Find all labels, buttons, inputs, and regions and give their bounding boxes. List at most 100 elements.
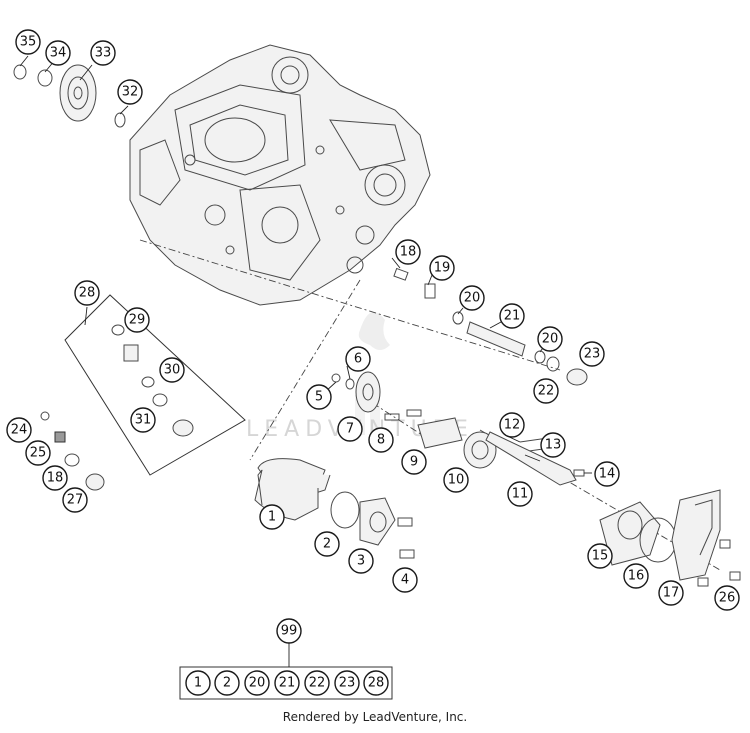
svg-text:5: 5	[315, 390, 323, 405]
callout-10[interactable]: 10	[443, 467, 469, 493]
svg-text:33: 33	[95, 46, 112, 61]
callout-31[interactable]: 31	[130, 407, 156, 433]
kit-item[interactable]: 20	[244, 670, 270, 696]
callout-21[interactable]: 21	[499, 303, 525, 329]
svg-text:30: 30	[164, 363, 181, 378]
callout-34[interactable]: 34	[45, 40, 71, 66]
svg-text:18: 18	[47, 471, 64, 486]
callout-19[interactable]: 19	[429, 255, 455, 281]
callout-3[interactable]: 3	[348, 548, 374, 574]
svg-text:1: 1	[268, 510, 276, 525]
engine-case	[129, 44, 431, 306]
pump-housing-assembly	[599, 489, 741, 587]
svg-text:17: 17	[663, 586, 680, 601]
kit-99-items: 1 2 20 21 22 23 28	[185, 670, 389, 696]
callout-13[interactable]: 13	[540, 432, 566, 458]
svg-text:35: 35	[20, 35, 37, 50]
callout-8[interactable]: 8	[368, 427, 394, 453]
svg-text:23: 23	[584, 347, 601, 362]
svg-text:19: 19	[434, 261, 451, 276]
svg-text:21: 21	[279, 676, 296, 691]
callout-25[interactable]: 25	[25, 440, 51, 466]
svg-text:15: 15	[592, 549, 609, 564]
kit-99-box	[179, 643, 393, 700]
svg-text:1: 1	[194, 676, 202, 691]
svg-text:6: 6	[354, 352, 362, 367]
oil-pump-gear-assembly	[331, 371, 585, 486]
callout-29[interactable]: 29	[124, 307, 150, 333]
svg-text:8: 8	[377, 433, 385, 448]
callout-1[interactable]: 1	[259, 504, 285, 530]
svg-text:4: 4	[401, 573, 409, 588]
svg-text:20: 20	[249, 676, 266, 691]
callout-23[interactable]: 23	[579, 341, 605, 367]
svg-text:11: 11	[512, 487, 529, 502]
callout-30[interactable]: 30	[159, 357, 185, 383]
callout-17[interactable]: 17	[658, 580, 684, 606]
svg-text:21: 21	[504, 309, 521, 324]
svg-text:99: 99	[281, 624, 298, 639]
svg-text:10: 10	[448, 473, 465, 488]
callout-7[interactable]: 7	[337, 416, 363, 442]
small-parts-left	[40, 411, 105, 491]
svg-text:18: 18	[400, 245, 417, 260]
kit-28-box	[64, 294, 246, 476]
svg-text:22: 22	[538, 384, 555, 399]
svg-text:9: 9	[410, 455, 418, 470]
callout-99[interactable]: 99	[276, 618, 302, 644]
svg-text:25: 25	[30, 446, 47, 461]
kit-item[interactable]: 23	[334, 670, 360, 696]
callout-33[interactable]: 33	[90, 40, 116, 66]
pump-shaft-assembly	[393, 267, 588, 386]
callout-20-lower[interactable]: 20	[537, 326, 563, 352]
svg-text:32: 32	[122, 85, 139, 100]
callout-4[interactable]: 4	[392, 567, 418, 593]
svg-text:28: 28	[368, 676, 385, 691]
callout-5[interactable]: 5	[306, 384, 332, 410]
callout-18-left[interactable]: 18	[42, 465, 68, 491]
kit-item[interactable]: 28	[363, 670, 389, 696]
callout-27[interactable]: 27	[62, 487, 88, 513]
kit-item[interactable]: 1	[185, 670, 211, 696]
callout-6[interactable]: 6	[345, 346, 371, 372]
callout-15[interactable]: 15	[587, 543, 613, 569]
callout-11[interactable]: 11	[507, 481, 533, 507]
callout-12[interactable]: 12	[499, 412, 525, 438]
kit-item[interactable]: 21	[274, 670, 300, 696]
svg-text:31: 31	[135, 413, 152, 428]
callout-26[interactable]: 26	[714, 585, 740, 611]
callout-22[interactable]: 22	[533, 378, 559, 404]
svg-text:16: 16	[628, 569, 645, 584]
callout-16[interactable]: 16	[623, 563, 649, 589]
callout-2[interactable]: 2	[314, 531, 340, 557]
svg-text:20: 20	[464, 291, 481, 306]
svg-text:27: 27	[67, 493, 84, 508]
svg-text:22: 22	[309, 676, 326, 691]
callout-28[interactable]: 28	[74, 280, 100, 306]
callout-20-upper[interactable]: 20	[459, 285, 485, 311]
svg-text:34: 34	[50, 46, 67, 61]
svg-text:26: 26	[719, 591, 736, 606]
svg-text:7: 7	[346, 422, 354, 437]
callout-9[interactable]: 9	[401, 449, 427, 475]
svg-text:2: 2	[323, 537, 331, 552]
svg-text:2: 2	[223, 676, 231, 691]
svg-text:13: 13	[545, 438, 562, 453]
callout-14[interactable]: 14	[594, 461, 620, 487]
footer-credit: Rendered by LeadVenture, Inc.	[282, 710, 468, 724]
kit-item[interactable]: 2	[214, 670, 240, 696]
kit-item[interactable]: 22	[304, 670, 330, 696]
svg-text:28: 28	[79, 286, 96, 301]
svg-text:12: 12	[504, 418, 521, 433]
callout-32[interactable]: 32	[117, 79, 143, 105]
svg-text:14: 14	[599, 467, 616, 482]
svg-text:24: 24	[11, 423, 28, 438]
callout-35[interactable]: 35	[15, 29, 41, 55]
watermark-logo	[355, 312, 390, 435]
svg-text:23: 23	[339, 676, 356, 691]
callout-18-right[interactable]: 18	[395, 239, 421, 265]
svg-text:29: 29	[129, 313, 146, 328]
callout-24[interactable]: 24	[6, 417, 32, 443]
svg-text:3: 3	[357, 554, 365, 569]
